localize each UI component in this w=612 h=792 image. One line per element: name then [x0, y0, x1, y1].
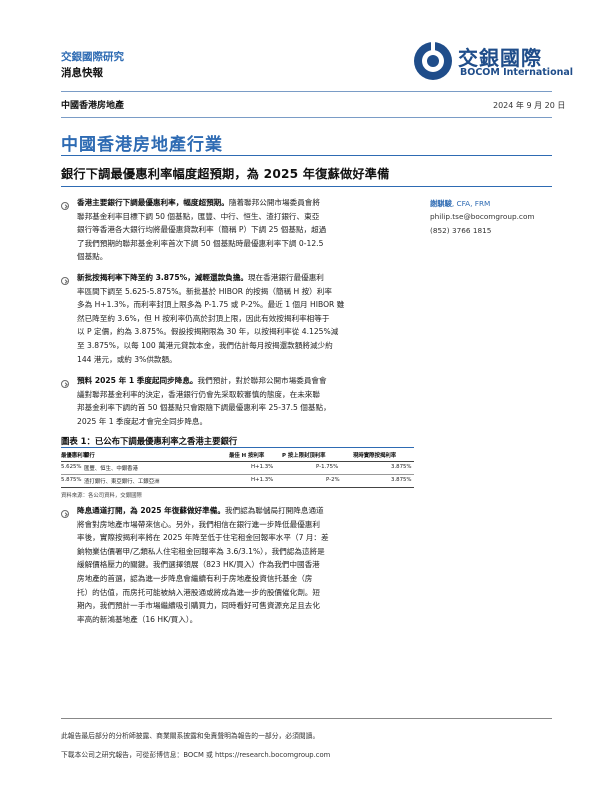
paragraph-line: 率後，實際按揭利率將在 2025 年降至低于住宅租金回報率水平（7 月：差 [77, 533, 329, 543]
headline-underline [61, 186, 552, 187]
table-cell: 5.625% [61, 464, 82, 470]
bullet-icon [61, 277, 69, 285]
report-date: 2024 年 9 月 20 日 [493, 101, 566, 110]
paragraph-outlook: 預料 2025 年 1 季度起同步降息。我們預計，對於聯邦公開市場委員會會 議對… [77, 374, 414, 428]
paragraph-line: 房地產的首選，認為進一步降息會繼續有利于房地產投資信托基金（房 [77, 573, 313, 583]
paragraph-lead: 新批按揭利率下降至約 3.875%，減輕還款負擔。 [77, 273, 248, 282]
paragraph-line: 餉物業估價署甲/乙類私人住宅租金回報率為 3.6/3.1%），我們認為這將是 [77, 546, 325, 556]
logo-wordmark-en: BOCOM International [460, 67, 574, 78]
paragraph-line: 議對聯邦基金利率的決定，香港銀行仍會先采取較審慎的態度，在未來聯 [77, 389, 320, 399]
footer-divider [61, 718, 552, 719]
paragraph-rate-cut: 香港主要銀行下調最優惠利率，幅度超預期。隨着聯邦公開市場委員會將 聯邦基金利率目… [77, 196, 414, 264]
paragraph-recovery: 降息通道打開，為 2025 年復蘇做好準備。我們認為聯儲局打開降息通道 將會對房… [77, 504, 414, 626]
col-header-prime-rate: 最優惠利率 [61, 453, 88, 459]
footer-disclaimer: 此報告最后部分的分析師披露、商業關系披露和免責聲明為報告的一部分，必須閱讀。 [61, 732, 320, 740]
paragraph-lead: 香港主要銀行下調最優惠利率，幅度超預期。 [77, 198, 229, 207]
paragraph-line: 然已降至約 3.6%，但 H 按利率仍高於封頂上限，因此有效按揭利率相等于 [77, 313, 330, 323]
paragraph-line: 現在香港銀行最優惠利 [247, 273, 324, 282]
analyst-block: 謝騏駿, CFA, FRM philip.tse@bocomgroup.com … [430, 197, 535, 237]
table-cell: 3.875% [391, 477, 412, 483]
figure-rule-top [61, 447, 414, 448]
title-underline [61, 155, 552, 156]
table-header: 最優惠利率 銀行 最佳 H 按利率 P 按上限封頂利率 現時實際按揭利率 [61, 451, 414, 459]
paragraph-lead: 降息通道打開，為 2025 年復蘇做好準備。 [77, 506, 225, 515]
bullet-icon [61, 510, 69, 518]
paragraph-line: 我們預計，對於聯邦公開市場委員會會 [197, 376, 327, 385]
col-header-bank: 銀行 [84, 453, 95, 459]
paragraph-line: 期內，我們預計一手市場繼續吸引購買力，同時看好可售資源充足且去化 [77, 601, 320, 611]
sector-tag: 中國香港房地產 [61, 101, 125, 111]
table-row: 5.625% 匯豐、恒生、中銀香港 H+1.3% P-1.75% 3.875% [61, 464, 414, 472]
analyst-credentials: , CFA, FRM [451, 199, 491, 208]
bullet-icon [61, 380, 69, 388]
col-header-cap-rate: P 按上限封頂利率 [282, 453, 326, 459]
col-header-h-rate: 最佳 H 按利率 [229, 453, 265, 459]
table-cell: 5.875% [61, 477, 82, 483]
table-cell: 渣打銀行、東亞銀行、工銀亞洲 [84, 479, 160, 485]
report-kind: 消息快報 [61, 67, 103, 79]
table-cell: H+1.3% [251, 477, 274, 483]
table-row: 5.875% 渣打銀行、東亞銀行、工銀亞洲 H+1.3% P-2% 3.875% [61, 477, 414, 485]
paragraph-line: 率區間下調至 5.625-5.875%。新批基於 HIBOR 的按揭（簡稱 H … [77, 286, 332, 296]
paragraph-line: 至 3.875%，以每 100 萬港元貸款本金，我們估計每月按揭還款額將減少約 [77, 340, 333, 350]
figure-title: 圖表 1：已公布下調最優惠利率之香港主要銀行 [61, 436, 238, 446]
logo-wordmark-cn: 交銀國際 [458, 46, 542, 70]
col-header-effective-rate: 現時實際按揭利率 [353, 453, 397, 459]
paragraph-line: 將會對房地產市場帶來信心。另外，我們相信在銀行進一步降低最優惠利 [77, 519, 320, 529]
paragraph-line: 我們認為聯儲局打開降息通道 [224, 506, 324, 515]
paragraph-line: 以 P 定價，約為 3.875%。假設按揭期限為 30 年，以按揭利率從 4.1… [77, 327, 339, 337]
paragraph-line: 個基點。 [77, 252, 108, 262]
bocom-logo-icon [414, 40, 452, 80]
paragraph-line: 聯邦基金利率目標下調 50 個基點，匯豐、中行、恒生、渣打銀行、東亞 [77, 211, 320, 221]
table-row-rule [61, 474, 414, 475]
table-cell: P-1.75% [316, 464, 339, 470]
table-cell: H+1.3% [251, 464, 274, 470]
paragraph-mortgage-rate: 新批按揭利率下降至約 3.875%，減輕還款負擔。現在香港銀行最優惠利 率區間下… [77, 271, 414, 366]
table-bottom-rule [61, 487, 414, 488]
paragraph-line: 隨着聯邦公開市場委員會將 [228, 198, 320, 207]
paragraph-lead: 預料 2025 年 1 季度起同步降息。 [77, 376, 198, 385]
paragraph-line: 托）的估值，而房托可能被納入港股通或將成為進一步的股價催化劑。短 [77, 587, 320, 597]
figure-source: 資料來源：各公司資料，交銀國際 [61, 493, 142, 499]
analyst-phone: (852) 3766 1815 [430, 225, 492, 235]
paragraph-line: 了我們預期的聯邦基金利率首次下調 50 個基點時最優惠利率下調 0-12.5 [77, 238, 324, 248]
page-title: 中國香港房地產行業 [61, 135, 223, 155]
paragraph-line: 率高的新鴻基地產（16 HK/買入）。 [77, 614, 198, 624]
analyst-email[interactable]: philip.tse@bocomgroup.com [430, 212, 535, 222]
table-cell: 匯豐、恒生、中銀香港 [84, 466, 138, 472]
paragraph-line: 144 港元，或約 3%供款額。 [77, 354, 177, 364]
brand-name: 交銀國際研究 [61, 51, 124, 63]
paragraph-line: 邦基金利率下調的首 50 個基點只會跟隨下調最優惠利率 25-37.5 個基點， [77, 403, 331, 413]
analyst-name: 謝騏駿 [430, 199, 452, 208]
bullet-icon [61, 202, 69, 210]
table-cell: P-2% [326, 477, 340, 483]
paragraph-line: 緩解價格壓力的關鍵。我們選擇領展（823 HK/買入）作為我們中國香港 [77, 560, 320, 570]
paragraph-line: 多為 H+1.3%，而利率封頂上限多為 P-1.75 或 P-2%。最近 1 個… [77, 300, 345, 310]
headline: 銀行下調最優惠利率幅度超預期，為 2025 年復蘇做好準備 [61, 167, 390, 181]
sector-divider [61, 117, 552, 118]
table-cell: 3.875% [391, 464, 412, 470]
paragraph-line: 銀行等香港各大銀行均將最優惠貸款利率（簡稱 P）下調 25 個基點，超過 [77, 225, 327, 235]
header-divider [61, 91, 552, 92]
table-header-rule [61, 461, 414, 462]
footer-download-info[interactable]: 下載本公司之研究報告，可從彭博信息：BOCM 或 https://researc… [61, 751, 331, 759]
paragraph-line: 2025 年 1 季度起才會完全同步降息。 [77, 416, 208, 426]
